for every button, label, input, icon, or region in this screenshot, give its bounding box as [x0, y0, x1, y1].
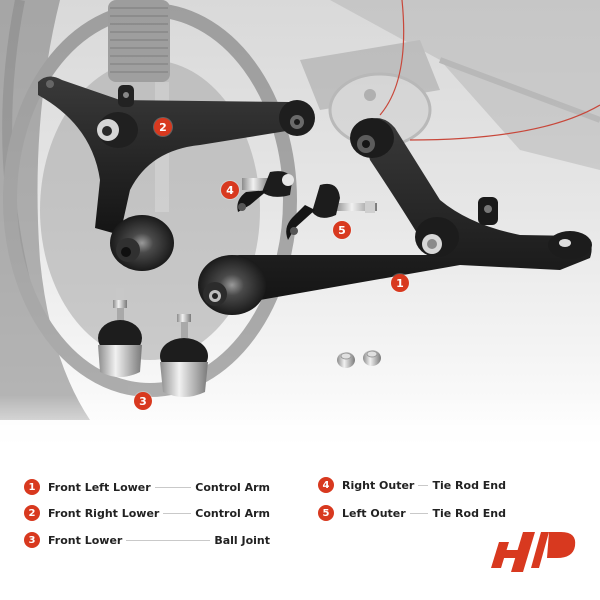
leader-line: [126, 539, 211, 541]
legend-position-label: Front Left Lower: [48, 480, 151, 494]
legend-part-label: Control Arm: [195, 506, 270, 520]
legend-part-label: Tie Rod End: [432, 506, 506, 520]
callout-badge-3: 3: [134, 392, 152, 410]
legend-position-label: Front Right Lower: [48, 506, 160, 520]
parts-legend: 1 Front Left Lower Control Arm 2 Front R…: [0, 470, 600, 560]
legend-item-4: 4 Right Outer Tie Rod End: [318, 476, 506, 494]
legend-item-1: 1 Front Left Lower Control Arm: [24, 478, 270, 496]
control-arm-2: [38, 76, 315, 271]
brand-logo-icon: [491, 532, 576, 572]
legend-number-badge: 5: [318, 505, 334, 521]
legend-number-badge: 4: [318, 477, 334, 493]
legend-item-5: 5 Left Outer Tie Rod End: [318, 504, 506, 522]
legend-number-badge: 3: [24, 532, 40, 548]
tie-rod-end-4: [237, 171, 294, 212]
legend-item-3: 3 Front Lower Ball Joint: [24, 531, 270, 549]
callout-badge-1: 1: [391, 274, 409, 292]
legend-number-badge: 2: [24, 505, 40, 521]
callout-badge-2: 2: [154, 118, 172, 136]
legend-position-label: Left Outer: [342, 506, 406, 520]
suspension-parts-illustration: [0, 0, 600, 455]
ball-joint-right: [160, 306, 208, 397]
control-arm-1: [198, 118, 592, 315]
leader-line: [409, 512, 429, 514]
leader-line: [154, 486, 192, 488]
product-photo: 1 2 3 4 5: [0, 0, 600, 455]
legend-position-label: Right Outer: [342, 478, 415, 492]
castle-nuts: [337, 350, 381, 368]
leader-line: [163, 512, 192, 514]
callout-badge-4: 4: [221, 181, 239, 199]
legend-number-badge: 1: [24, 479, 40, 495]
callout-badge-5: 5: [333, 221, 351, 239]
tie-rod-end-5: [286, 183, 377, 240]
ball-joint-left: [98, 288, 142, 377]
leader-line: [418, 484, 429, 486]
legend-item-2: 2 Front Right Lower Control Arm: [24, 504, 270, 522]
legend-part-label: Control Arm: [195, 480, 270, 494]
legend-position-label: Front Lower: [48, 533, 123, 547]
legend-part-label: Tie Rod End: [432, 478, 506, 492]
legend-part-label: Ball Joint: [214, 533, 270, 547]
